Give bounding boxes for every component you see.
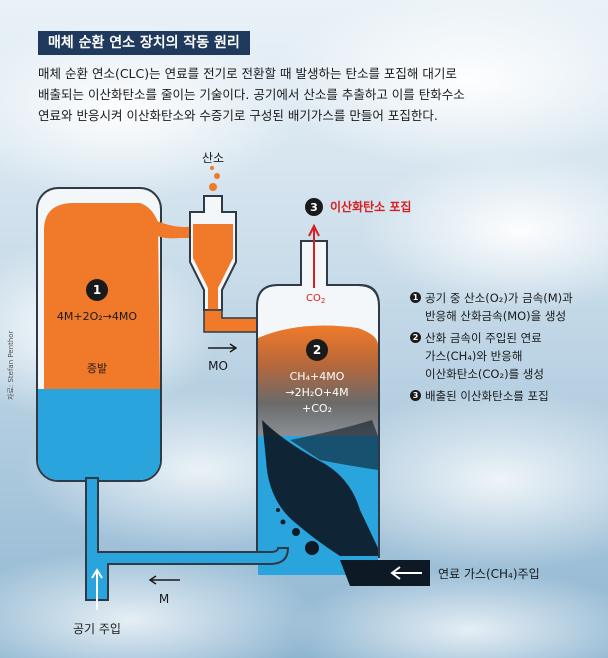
legend-item: 1 공기 중 산소(O₂)가 금속(M)과 반응해 산화금속(MO)을 생성 <box>410 289 600 325</box>
fuel-reactor <box>256 240 380 575</box>
metal-return-pipe <box>85 477 290 601</box>
reactor-2-reaction-line1: CH₄+4MO <box>290 370 345 383</box>
description-line: 연료와 반응시켜 이산화탄소와 수증기로 구성된 배기가스를 만들어 포집한다. <box>38 108 438 123</box>
m-label: M <box>159 592 169 606</box>
source-credit: 자료: Stefan Penthor <box>7 330 15 400</box>
legend-number: 2 <box>410 332 421 343</box>
legend-text: 반응해 산화금속(MO)을 생성 <box>425 309 567 323</box>
reactor-2-reaction-line3: +CO₂ <box>302 402 332 415</box>
description-line: 매체 순환 연소(CLC)는 연료를 전기로 전환할 때 발생하는 탄소를 포집… <box>38 66 457 81</box>
legend-text: 공기 중 산소(O₂)가 금속(M)과 <box>425 291 573 305</box>
step-2-number: 2 <box>313 343 321 357</box>
air-inlet-label: 공기 주입 <box>73 622 121 636</box>
reactor-1-reaction: 4M+2O₂→4MO <box>57 310 137 323</box>
co2-label: CO2 <box>306 293 325 305</box>
step-3-badge <box>305 198 323 216</box>
mo-arrow <box>208 343 238 353</box>
legend-text: 이산화탄소(CO₂)를 생성 <box>425 367 544 381</box>
fuel-inlet-arrow <box>390 566 422 580</box>
legend-item: 2 산화 금속이 주입된 연료 가스(CH₄)와 반응해 이산화탄소(CO₂)를… <box>410 329 600 383</box>
reactor-2-reaction-line2: →2H₂O+4M <box>285 386 348 399</box>
legend-text: 배출된 이산화탄소를 포집 <box>425 389 549 403</box>
evaporation-label: 증발 <box>87 362 107 375</box>
step-1-number: 1 <box>93 283 101 297</box>
oxygen-label: 산소 <box>202 151 224 165</box>
mo-pipe <box>203 309 263 333</box>
air-inlet-arrow <box>91 568 103 610</box>
oxygen-bubbles <box>209 166 220 191</box>
co2-arrow <box>308 223 320 288</box>
legend-item: 3 배출된 이산화탄소를 포집 <box>410 387 600 405</box>
step-3-number: 3 <box>310 201 318 214</box>
legend-text: 가스(CH₄)와 반응해 <box>425 349 523 363</box>
capture-label: 이산화탄소 포집 <box>330 199 411 214</box>
legend-number: 3 <box>410 390 421 401</box>
cyclone-separator <box>189 195 237 312</box>
description-line: 배출되는 이산화탄소를 줄이는 기술이다. 공기에서 산소를 추출하고 이를 탄… <box>38 87 465 102</box>
description: 매체 순환 연소(CLC)는 연료를 전기로 전환할 때 발생하는 탄소를 포집… <box>38 63 578 126</box>
step-2-badge <box>306 339 328 361</box>
mo-label: MO <box>208 359 228 373</box>
step-1-badge <box>86 279 108 301</box>
fuel-inlet-pipe <box>340 560 430 586</box>
fuel-inlet-label: 연료 가스(CH₄)주입 <box>438 567 540 581</box>
air-reactor <box>36 187 162 482</box>
legend: 1 공기 중 산소(O₂)가 금속(M)과 반응해 산화금속(MO)을 생성 2… <box>410 289 600 409</box>
legend-number: 1 <box>410 292 421 303</box>
page-title: 매체 순환 연소 장치의 작동 원리 <box>38 31 250 55</box>
legend-text: 산화 금속이 주입된 연료 <box>425 331 542 345</box>
m-arrow <box>148 575 180 585</box>
